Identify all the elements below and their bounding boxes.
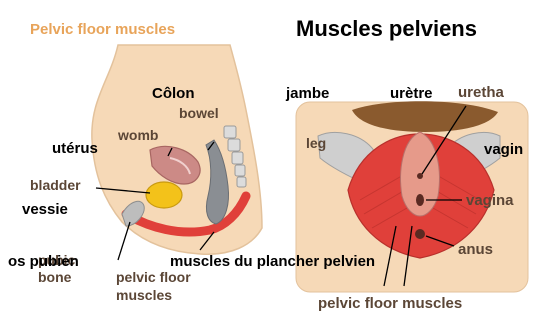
label-uterus-fr: utérus bbox=[52, 141, 98, 156]
label-vagina: vagina bbox=[466, 193, 514, 208]
label-bowel: bowel bbox=[179, 106, 219, 120]
label-leg-fr: jambe bbox=[286, 86, 329, 101]
label-womb: womb bbox=[118, 128, 158, 142]
label-pubic-bone-line2: bone bbox=[38, 270, 71, 284]
title-french: Muscles pelviens bbox=[296, 18, 477, 40]
label-urethra: uretha bbox=[458, 85, 504, 100]
label-pelvic-floor-muscles: pelvic floor muscles bbox=[318, 296, 462, 311]
label-anus: anus bbox=[458, 242, 493, 257]
label-urethra-fr: urètre bbox=[390, 86, 433, 101]
front-view-anus-opening bbox=[415, 229, 425, 239]
label-pelvic-floor-line1: pelvic floor bbox=[116, 270, 191, 284]
label-colon-fr: Côlon bbox=[152, 86, 195, 101]
label-bladder: bladder bbox=[30, 178, 81, 192]
label-pelvic-floor-line2: muscles bbox=[116, 288, 172, 302]
side-view-bladder bbox=[146, 182, 182, 208]
label-pelvic-floor-fr: muscles du plancher pelvien bbox=[170, 254, 375, 269]
label-leg: leg bbox=[306, 136, 326, 150]
title-english: Pelvic floor muscles bbox=[30, 22, 175, 37]
front-view-vagina-opening bbox=[416, 194, 424, 206]
label-pubic-bone-fr: os pubien bbox=[8, 254, 79, 269]
side-view-illustration bbox=[92, 45, 262, 260]
label-bladder-fr: vessie bbox=[22, 202, 68, 217]
label-vagina-fr: vagin bbox=[484, 142, 523, 157]
